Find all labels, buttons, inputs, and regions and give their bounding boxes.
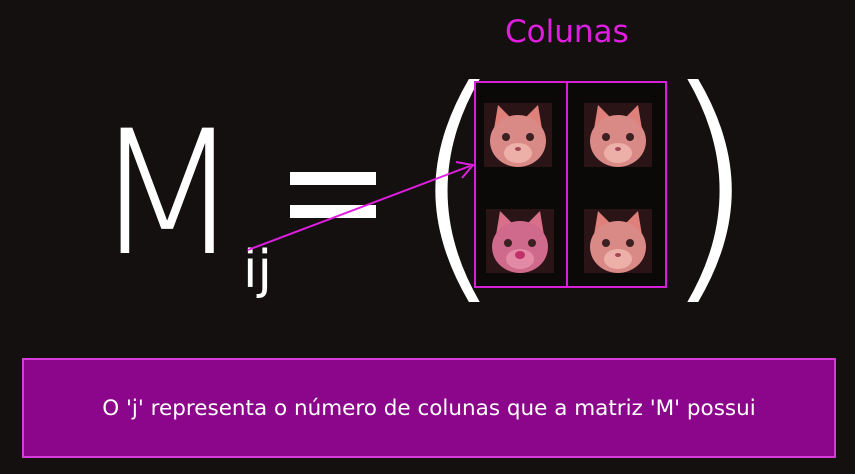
equals-bar-top — [290, 172, 376, 185]
matrix-subscript: ij — [243, 240, 272, 300]
matrix-columns — [474, 81, 667, 288]
cat-face-icon — [584, 103, 652, 167]
caption-box: O 'j' representa o número de colunas que… — [22, 358, 836, 458]
cat-face-icon — [584, 209, 652, 273]
matrix-symbol: M — [93, 93, 241, 294]
columns-label: Colunas — [505, 14, 629, 50]
cat-face-icon — [484, 103, 552, 167]
right-parenthesis: ) — [660, 37, 758, 328]
equals-bar-bottom — [290, 205, 376, 218]
caption-text: O 'j' representa o número de colunas que… — [102, 395, 756, 421]
equals-sign — [290, 154, 376, 224]
cat-face-icon — [486, 209, 554, 273]
